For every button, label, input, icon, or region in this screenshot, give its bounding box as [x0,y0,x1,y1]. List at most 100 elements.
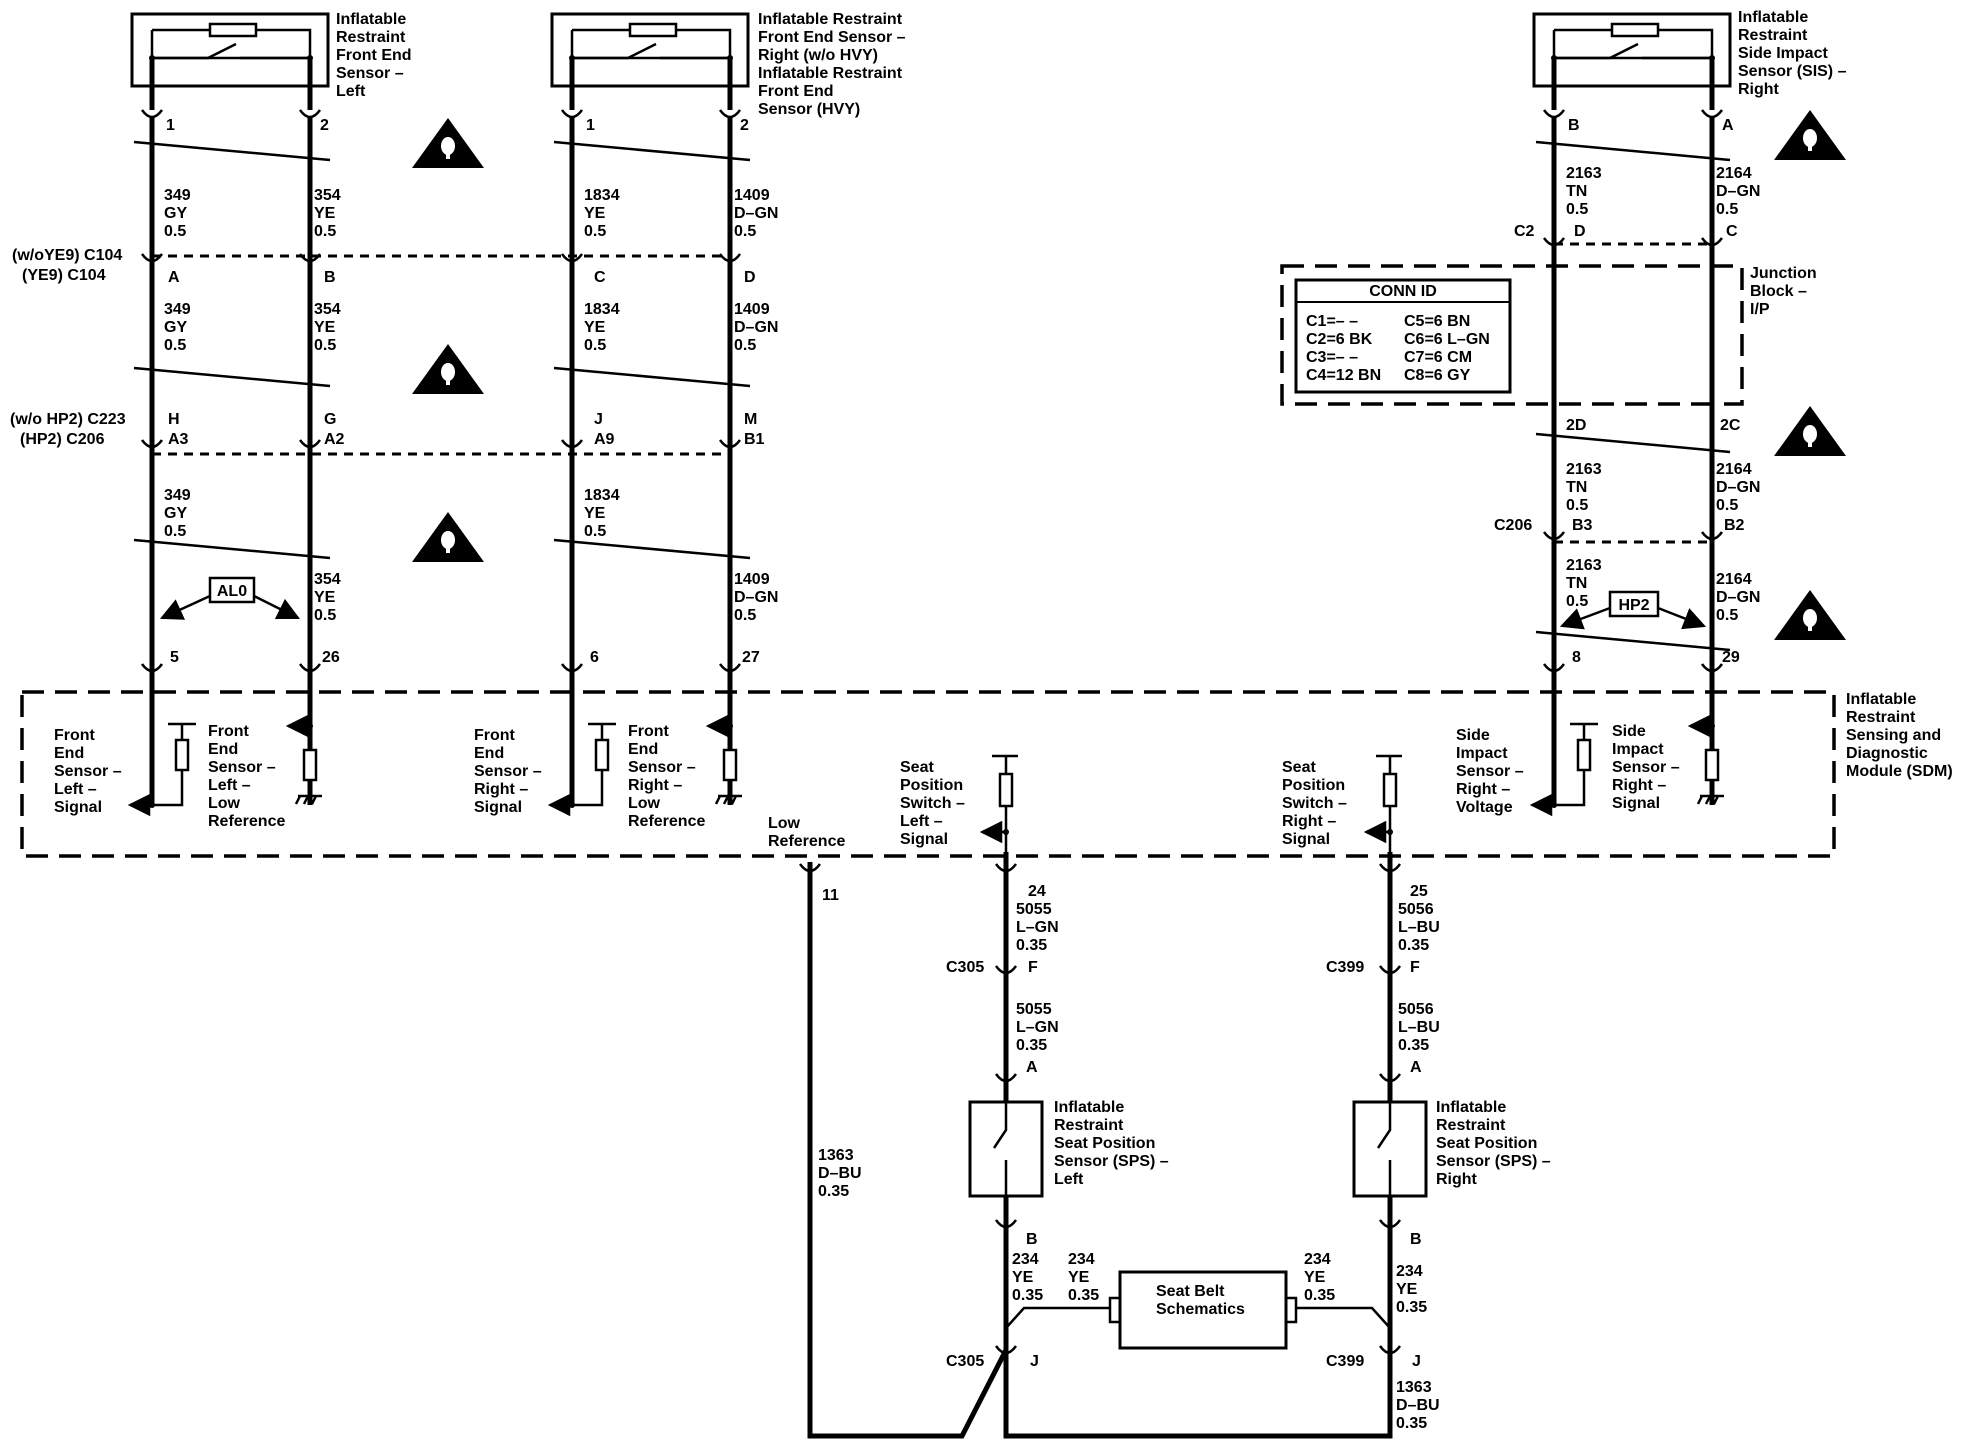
svg-text:354: 354 [314,571,341,588]
svg-text:Switch –: Switch – [900,795,965,812]
sdm-module [20,690,1836,858]
pin-label: 27 [742,649,760,666]
wire-label-234: 234 YE 0.35 [1068,1251,1099,1304]
svg-text:0.5: 0.5 [1566,201,1588,218]
svg-text:Left: Left [1054,1171,1084,1188]
pin-label: 2C [1720,417,1741,434]
svg-text:C2=6 BK: C2=6 BK [1306,331,1373,348]
svg-text:5056: 5056 [1398,901,1434,918]
pin-label: B1 [744,431,765,448]
svg-text:YE: YE [1396,1281,1418,1298]
label-sps-right: Inflatable Restraint Seat Position Senso… [1436,1099,1551,1188]
svg-text:AL0: AL0 [217,583,247,600]
svg-text:Right: Right [1738,81,1780,98]
sdm-signal-low-reference: Low Reference [768,815,845,850]
svg-text:Inflatable Restraint: Inflatable Restraint [758,11,903,28]
svg-text:Right –: Right – [1456,781,1510,798]
connector-label: C206 [1494,517,1532,534]
svg-text:Low: Low [628,795,661,812]
svg-text:Junction: Junction [1750,265,1817,282]
svg-text:2163: 2163 [1566,461,1602,478]
svg-text:1409: 1409 [734,571,770,588]
svg-text:Right –: Right – [1282,813,1336,830]
warning-icon [1774,110,1846,160]
option-al0: AL0 [159,576,301,620]
svg-text:Sensor –: Sensor – [474,763,542,780]
svg-text:C4=12 BN: C4=12 BN [1306,367,1381,384]
svg-text:0.5: 0.5 [734,223,756,240]
pin-label: B2 [1724,517,1745,534]
wire-label-5055: 5055 L–GN 0.35 [1016,1001,1059,1054]
svg-text:0.5: 0.5 [734,607,756,624]
sdm-signal-sis-signal: Side Impact Sensor – Right – Signal [1612,723,1680,812]
seat-position-sensor-left-box [968,1100,1044,1198]
svg-text:GY: GY [164,505,187,522]
svg-text:Right: Right [1436,1171,1478,1188]
svg-text:Signal: Signal [1612,795,1660,812]
svg-text:0.5: 0.5 [734,337,756,354]
svg-text:0.35: 0.35 [1398,937,1429,954]
pin-label: B3 [1572,517,1593,534]
svg-text:Right –: Right – [1612,777,1666,794]
svg-text:YE: YE [1304,1269,1326,1286]
label-seat-belt: Seat Belt Schematics [1156,1283,1245,1318]
svg-text:Module (SDM): Module (SDM) [1846,763,1953,780]
pin-label: A [1722,117,1734,134]
svg-text:1363: 1363 [1396,1379,1432,1396]
svg-text:1834: 1834 [584,487,620,504]
svg-text:Front: Front [54,727,96,744]
svg-text:Inflatable Restraint: Inflatable Restraint [758,65,903,82]
svg-text:Reference: Reference [208,813,285,830]
seat-position-sensor-right-box [1352,1100,1428,1198]
svg-text:Sensor –: Sensor – [208,759,276,776]
svg-text:Restraint: Restraint [1846,709,1916,726]
svg-text:Sensing and: Sensing and [1846,727,1941,744]
svg-text:L–GN: L–GN [1016,919,1059,936]
svg-text:C5=6 BN: C5=6 BN [1404,313,1470,330]
svg-text:Restraint: Restraint [1738,27,1808,44]
warning-icon [412,344,484,394]
wire-label-1363: 1363 D–BU 0.35 [1396,1379,1440,1432]
pin-label: M [744,411,757,428]
svg-text:5055: 5055 [1016,901,1052,918]
svg-text:C1=– –: C1=– – [1306,313,1358,330]
wire-label-5055: 5055 L–GN 0.35 [1016,901,1059,954]
svg-text:YE: YE [1012,1269,1034,1286]
svg-text:234: 234 [1068,1251,1095,1268]
wire-label-349: 349 GY 0.5 [164,301,191,354]
svg-text:Front: Front [208,723,250,740]
svg-text:2163: 2163 [1566,557,1602,574]
sdm-signal-fes-right-low: Front End Sensor – Right – Low Reference [628,723,705,830]
pin-label: 29 [1722,649,1740,666]
pin-label: 25 [1410,883,1428,900]
label-fes-right: Inflatable Restraint Front End Sensor – … [758,11,906,118]
twist-lines [133,140,1731,652]
svg-text:Front End: Front End [336,47,412,64]
wire-label-354: 354 YE 0.5 [314,187,341,240]
connector-label: C305 [946,1353,984,1370]
svg-text:Seat Belt: Seat Belt [1156,1283,1225,1300]
conn-id-table: CONN ID C1=– – C2=6 BK C3=– – C4=12 BN C… [1306,283,1490,384]
seat-belt-schematics-box [1108,1270,1298,1350]
svg-text:0.5: 0.5 [584,223,606,240]
svg-text:Front: Front [628,723,670,740]
svg-text:0.35: 0.35 [1304,1287,1335,1304]
svg-text:349: 349 [164,187,191,204]
svg-text:0.5: 0.5 [164,523,186,540]
svg-text:Inflatable: Inflatable [1436,1099,1506,1116]
svg-text:0.5: 0.5 [1566,593,1588,610]
svg-text:Low: Low [768,815,801,832]
wire-label-349: 349 GY 0.5 [164,487,191,540]
svg-text:Left: Left [336,83,366,100]
pin-label: D [744,269,756,286]
svg-text:1363: 1363 [818,1147,854,1164]
pin-label: A2 [324,431,345,448]
warning-icon [1774,590,1846,640]
wire-label-1409: 1409 D–GN 0.5 [734,571,778,624]
pin-label: A3 [168,431,189,448]
pin-label: B [1568,117,1580,134]
connector-label: (YE9) C104 [22,267,106,284]
svg-text:0.35: 0.35 [1398,1037,1429,1054]
front-end-sensor-right-box [550,12,750,110]
svg-text:C6=6 L–GN: C6=6 L–GN [1404,331,1490,348]
